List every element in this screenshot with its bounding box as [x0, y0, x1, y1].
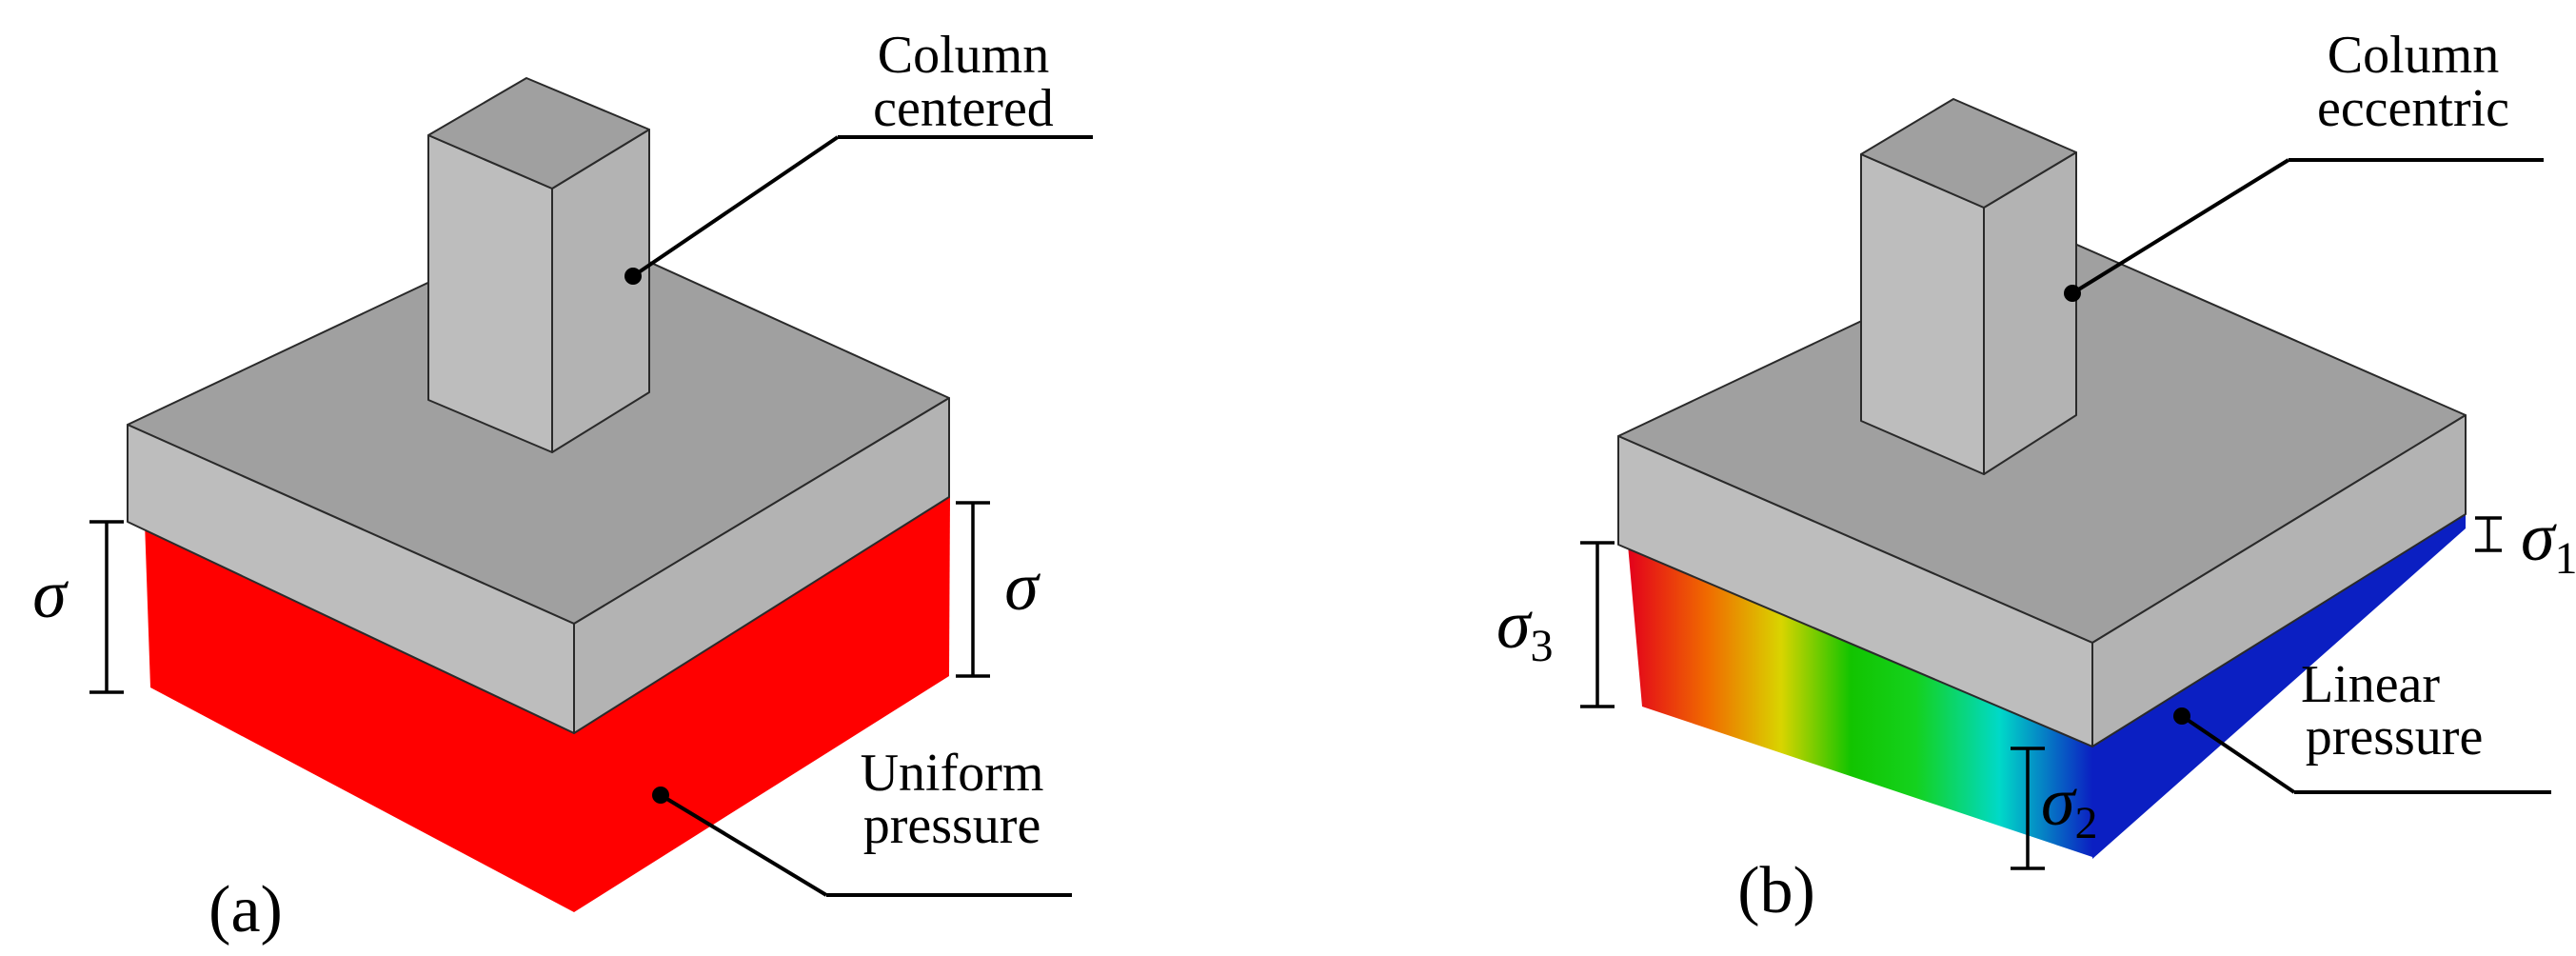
- column-left-face: [1860, 153, 1985, 475]
- sigma1-dimension: [2475, 516, 2502, 552]
- sigma2-label: σ2: [2041, 764, 2098, 848]
- pressure-block-left-face: [145, 522, 574, 912]
- column-a: [427, 77, 650, 453]
- pressure-label-line2-b: pressure: [2306, 707, 2484, 767]
- slab-right-face: [2091, 414, 2467, 747]
- pressure-label-line1-b: Linear: [2301, 655, 2440, 714]
- panel-a: Column centered Uniform pressure σ σ (a): [32, 26, 1093, 946]
- uniform-pressure-block: [145, 497, 950, 912]
- linear-pressure-right-face: [2092, 514, 2466, 859]
- column-label-line1-a: Column: [878, 26, 1049, 85]
- column-leader-dot-b: [2064, 285, 2081, 302]
- sigma-label-right-a: σ: [1004, 548, 1040, 625]
- pressure-leader-dot-b: [2173, 707, 2190, 725]
- column-leader-line-a: [631, 135, 840, 278]
- sigma2-dimension: [2011, 747, 2045, 870]
- sigma3-label: σ3: [1496, 587, 1554, 671]
- sigma-dimension-right-a: [956, 501, 990, 678]
- pressure-leader-dot-a: [652, 787, 669, 804]
- pressure-leader-line-a: [659, 793, 828, 897]
- column-label-line2-b: eccentric: [2317, 79, 2509, 138]
- panel-label-b: (b): [1737, 854, 1815, 927]
- column-label-line1-b: Column: [2328, 26, 2499, 85]
- column-b: [1860, 98, 2077, 475]
- sigma-dimension-left-a: [89, 520, 124, 694]
- column-left-face: [427, 134, 553, 453]
- slab-right-face: [573, 397, 950, 734]
- linear-pressure-wedge: [1628, 522, 2123, 857]
- pressure-label-line1-a: Uniform: [861, 744, 1044, 803]
- pressure-label-line2-a: pressure: [863, 796, 1041, 855]
- sigma3-dimension: [1580, 541, 1615, 708]
- pressure-block-right-face: [574, 497, 950, 912]
- column-top-face: [1860, 98, 2077, 209]
- pressure-leader-line-b: [2180, 714, 2296, 794]
- column-leader-dot-a: [624, 268, 642, 285]
- sigma-label-left-a: σ: [32, 556, 69, 632]
- sigma1-label: σ1: [2521, 499, 2576, 584]
- column-label-line2-a: centered: [873, 79, 1054, 138]
- panel-b: Column eccentric Linear pressure σ1 σ2: [1496, 26, 2576, 927]
- column-top-face: [427, 77, 650, 189]
- column-leader-line-b: [2071, 158, 2290, 295]
- panel-label-a: (a): [208, 873, 283, 946]
